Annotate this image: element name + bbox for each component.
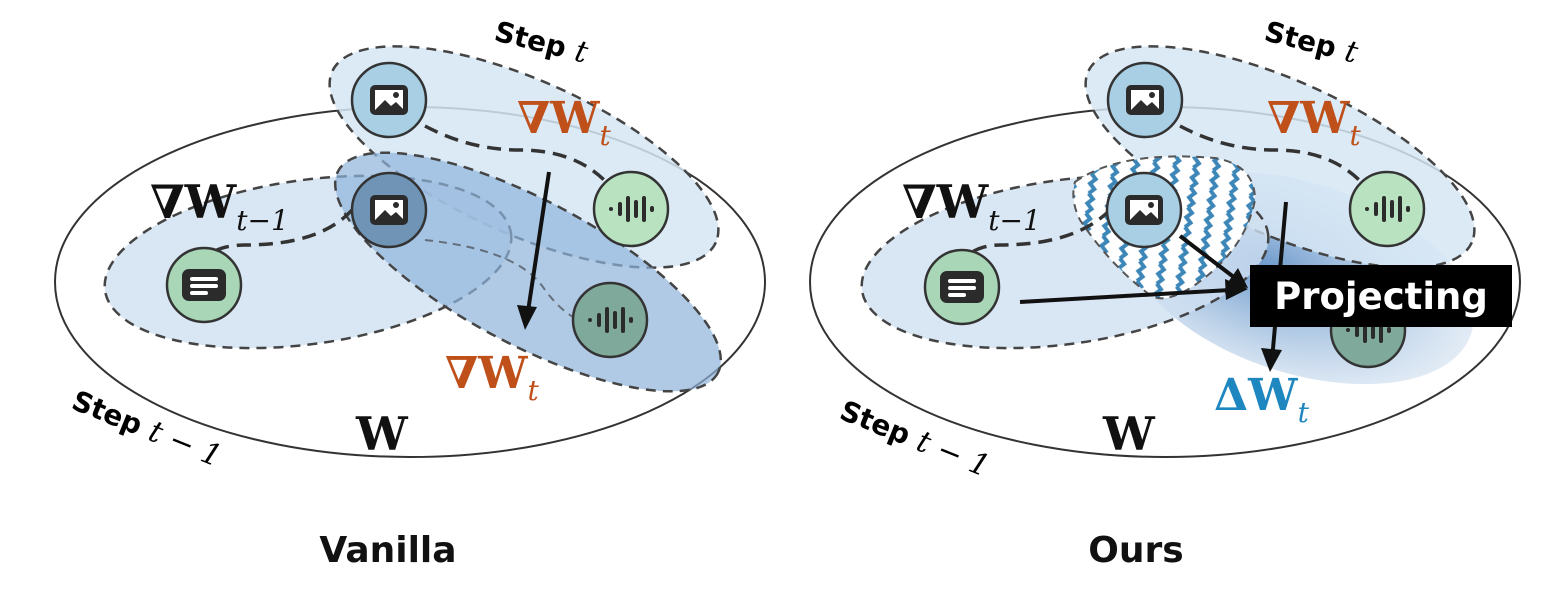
projecting-label-box: Projecting (1250, 265, 1512, 327)
edge-image-doc (198, 208, 354, 264)
panel-caption: Vanilla (319, 530, 456, 571)
gradient-arrow-head (1261, 348, 1282, 372)
projection-arrow-from-image (1178, 234, 1237, 280)
step-t-label: Step t (491, 14, 592, 71)
audio-node-updated (571, 281, 649, 359)
edge-image-audio-top (424, 124, 619, 197)
text-document-icon (940, 271, 984, 303)
ours-panel: Projecting Step t Step t − 1 ∇Wt−1 ∇Wt Δ… (809, 14, 1521, 571)
text-document-icon (182, 269, 226, 301)
step-t-minus-1-label: Step t − 1 (67, 383, 227, 475)
text-node-step-t-minus-1 (165, 246, 243, 324)
image-icon (370, 85, 408, 115)
grad-prev-label: ∇Wt−1 (902, 175, 1041, 237)
grad-current-bottom-label: ∇Wt (445, 348, 540, 407)
image-icon (370, 195, 408, 225)
panel-caption: Ours (1088, 530, 1183, 571)
gradient-arrow (525, 171, 551, 319)
projecting-label: Projecting (1274, 275, 1488, 318)
grad-prev-label: ∇Wt−1 (150, 175, 289, 237)
edge-image-audio-top (1179, 124, 1374, 197)
delta-label: ΔWt (1214, 370, 1310, 429)
image-node-step-t (1106, 61, 1184, 139)
audio-node-step-t (592, 170, 670, 248)
gradient-arrow-head (517, 305, 537, 330)
step-t-label: Step t (1261, 14, 1362, 71)
audio-node-step-t (1348, 170, 1426, 248)
grad-current-top-label: ∇Wt (1267, 93, 1362, 152)
image-icon (1125, 195, 1163, 225)
projection-arrow-head (1225, 279, 1248, 300)
weight-space-label: W (355, 407, 409, 461)
image-node-step-t-minus-1 (1105, 171, 1183, 249)
edge-image-doc (958, 208, 1112, 264)
grad-current-top-label: ∇Wt (517, 93, 612, 152)
vanilla-panel: Step t Step t − 1 ∇Wt−1 ∇Wt ∇Wt W Vanill… (54, 14, 766, 571)
weight-space-label: W (1102, 407, 1156, 461)
image-node-step-t (350, 61, 428, 139)
edge-image-audio-bottom (424, 239, 576, 319)
projection-arrow-from-text (1019, 288, 1231, 304)
text-node-step-t-minus-1 (923, 248, 1001, 326)
image-node-step-t-minus-1 (350, 171, 428, 249)
image-icon (1126, 85, 1164, 115)
